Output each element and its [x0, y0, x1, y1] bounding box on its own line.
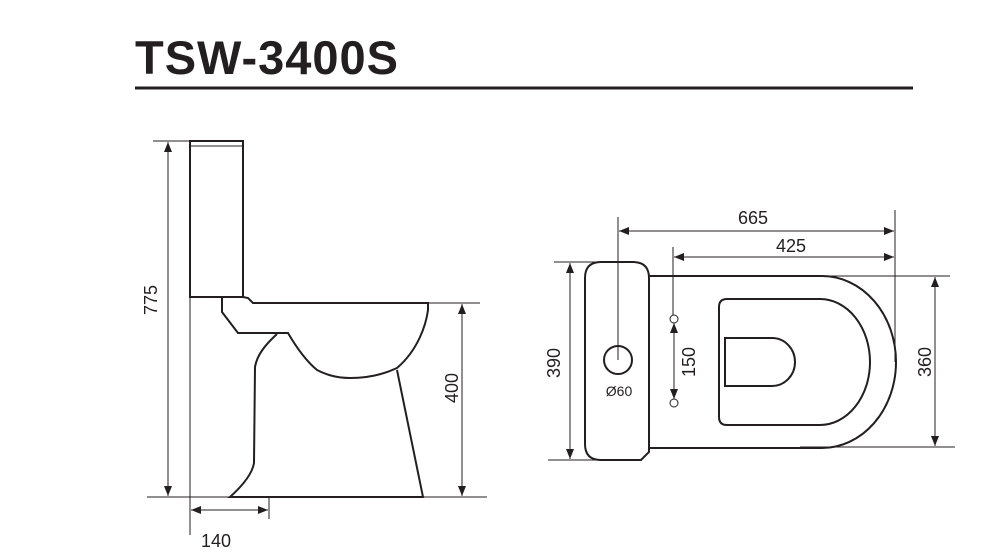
label-775: 775 [141, 285, 161, 315]
fixing-hole-bottom [669, 398, 679, 408]
label-360: 360 [915, 347, 935, 377]
bowl-opening [724, 337, 796, 387]
label-425: 425 [776, 236, 806, 256]
side-view: 775 400 140 [141, 140, 487, 551]
bowl-top-outline [649, 275, 897, 449]
model-title: TSW-3400S [135, 31, 400, 84]
label-390: 390 [544, 348, 564, 378]
label-outlet-diameter: Ø60 [606, 383, 633, 399]
tank-top [584, 261, 650, 461]
pedestal-back [227, 333, 425, 498]
cistern-tank [189, 140, 244, 298]
bowl-outline [221, 296, 429, 380]
label-665: 665 [738, 208, 768, 228]
top-view: Ø60 665 425 390 360 150 [544, 208, 955, 461]
fixing-hole-top [669, 314, 679, 324]
label-150: 150 [679, 347, 699, 377]
label-400: 400 [442, 373, 462, 403]
label-140: 140 [201, 531, 231, 551]
seat-outline [718, 298, 871, 426]
